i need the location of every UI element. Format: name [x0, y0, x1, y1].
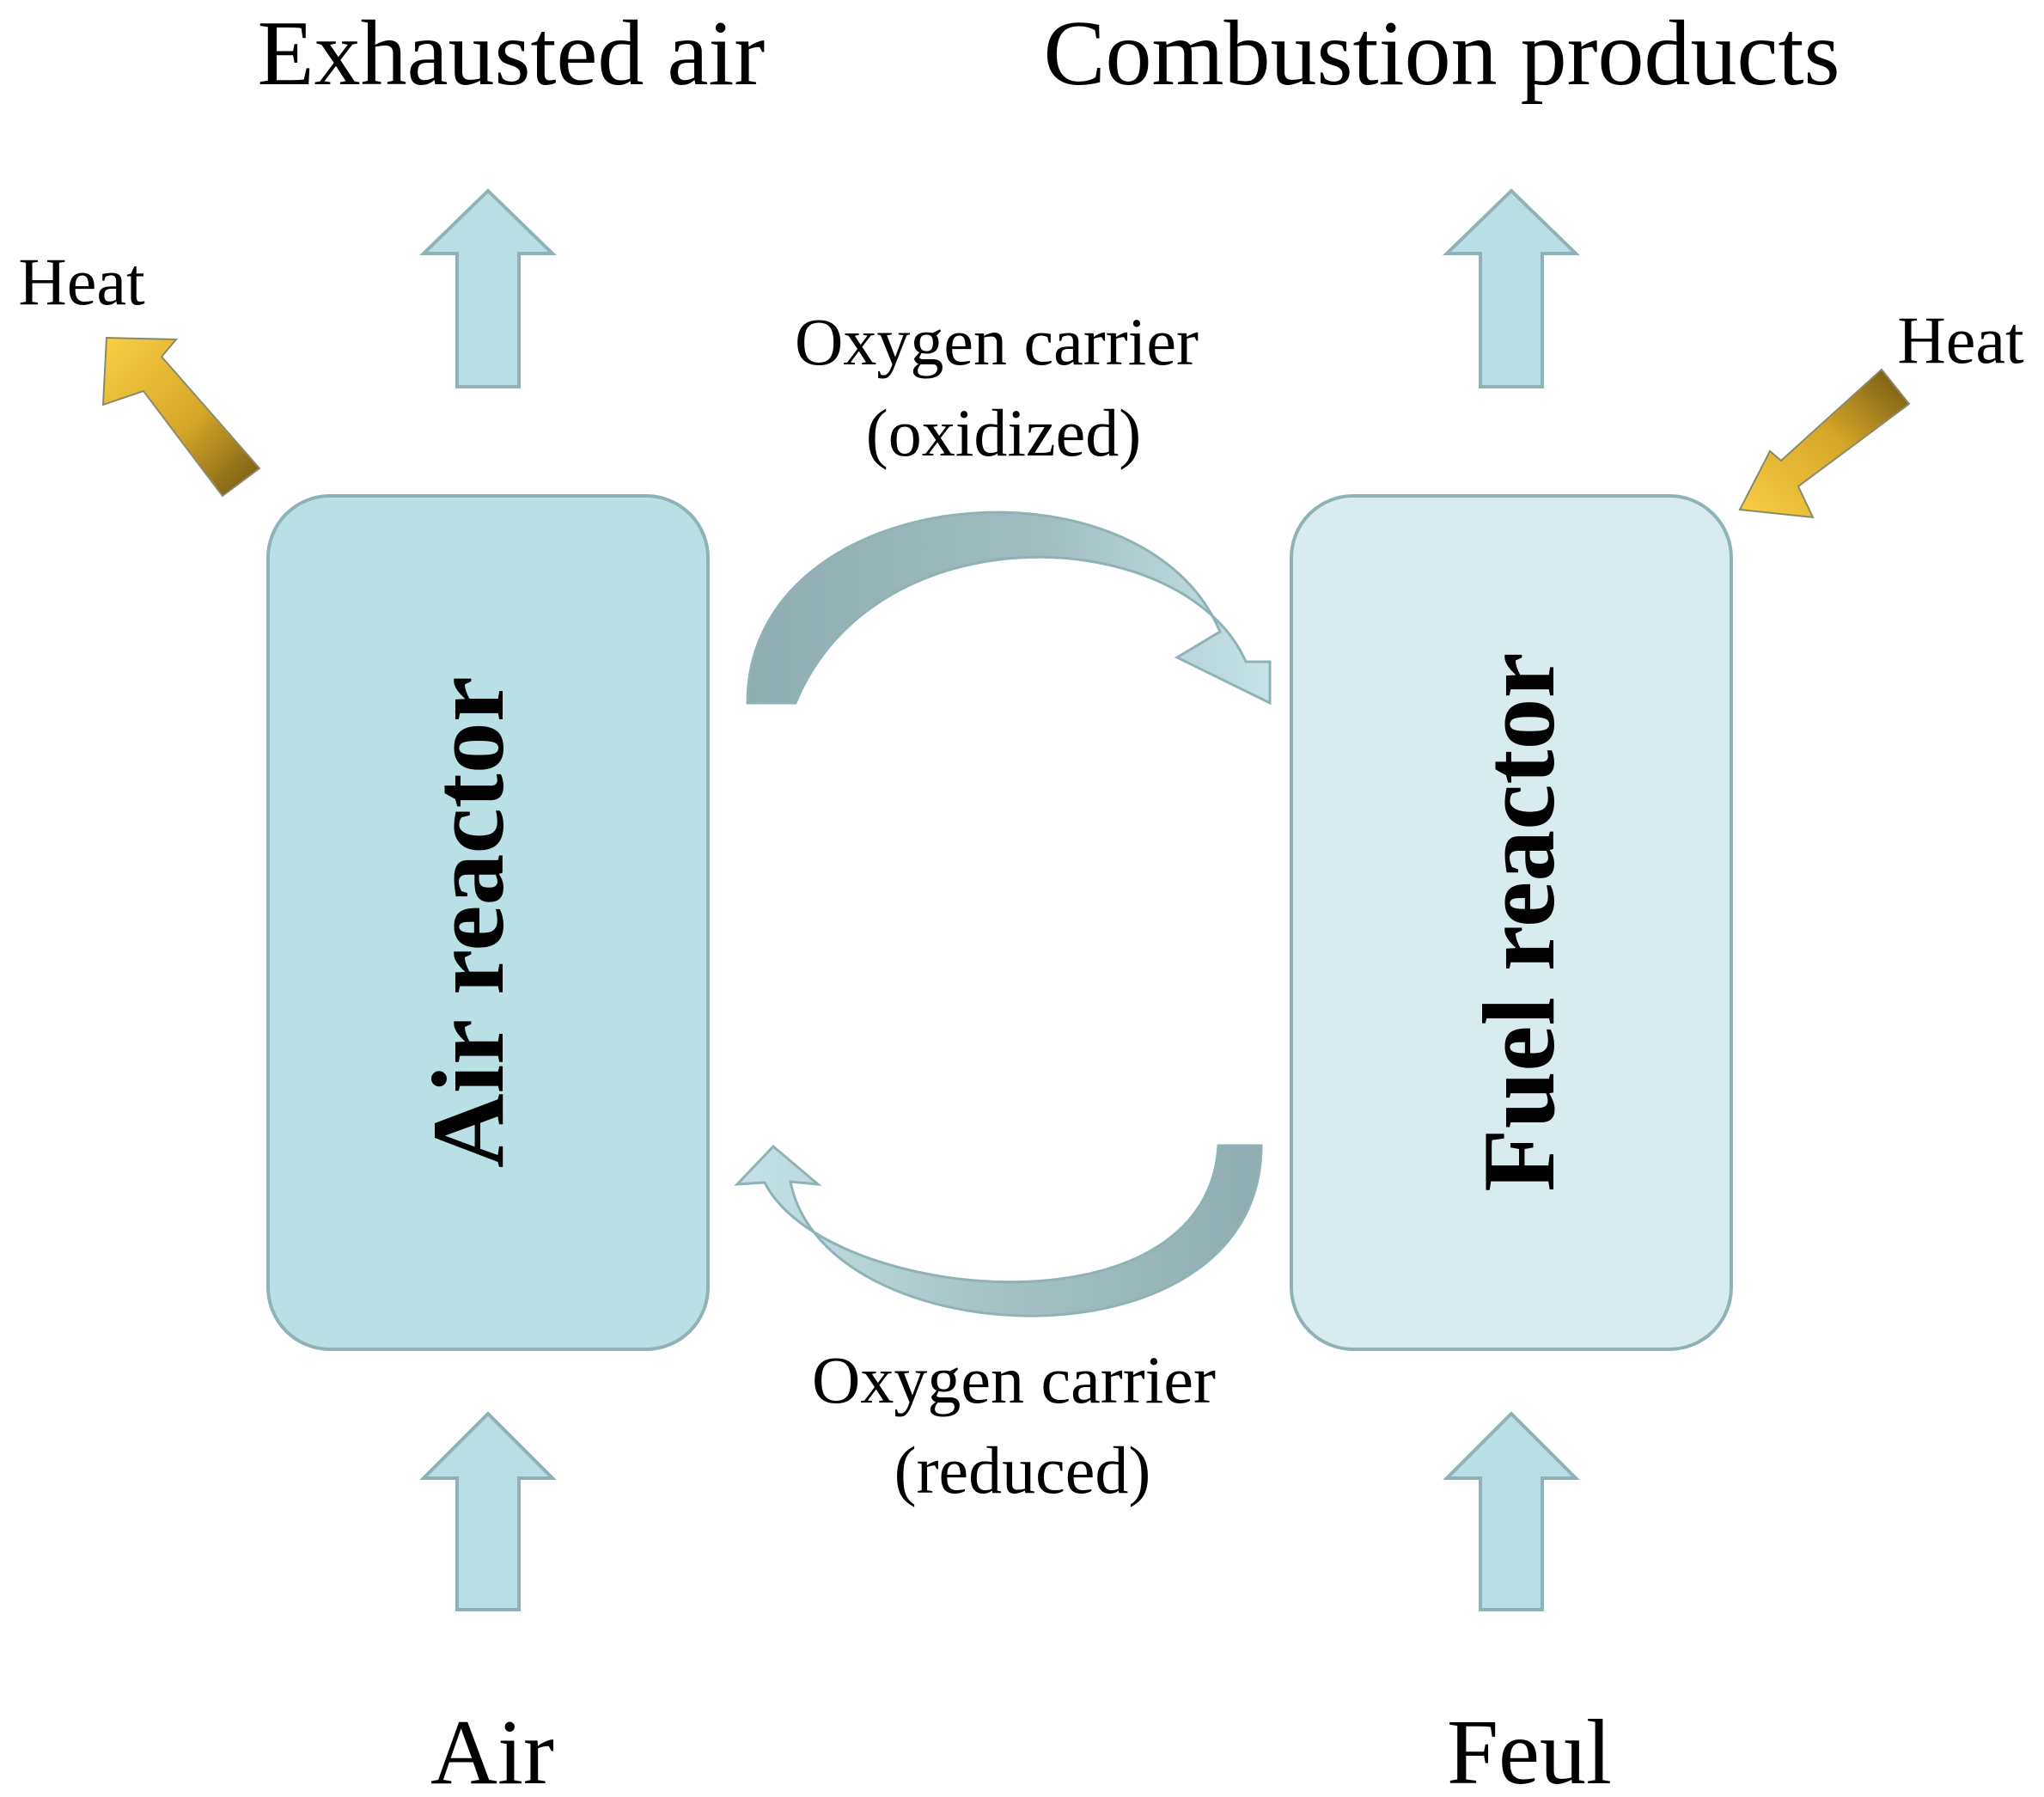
reduced-carrier-loop-arrow [734, 1144, 1263, 1317]
oxygen-carrier-reduced-line2: (reduced) [894, 1433, 1151, 1507]
exhausted-air-arrow [419, 188, 557, 388]
fuel-input-label: Feul [1447, 1702, 1612, 1797]
combustion-products-label: Combustion products [1043, 3, 1840, 105]
fuel-input-arrow [1443, 1411, 1580, 1611]
fuel-reactor-box [1290, 494, 1733, 1351]
oxygen-carrier-reduced-line1: Oxygen carrier [812, 1342, 1216, 1417]
heat-out-label: Heat [18, 244, 145, 319]
oxygen-carrier-oxidized-line1: Oxygen carrier [795, 304, 1199, 379]
heat-in-label: Heat [1897, 303, 2024, 377]
oxidized-carrier-loop-arrow [746, 510, 1272, 706]
oxygen-carrier-oxidized-line2: (oxidized) [866, 395, 1142, 470]
air-input-arrow [419, 1411, 557, 1611]
air-reactor-label: Air reactor [411, 676, 525, 1168]
exhausted-air-label: Exhausted air [258, 3, 766, 105]
air-input-label: Air [430, 1702, 554, 1797]
heat-out-arrow [101, 336, 261, 498]
heat-in-arrow [1738, 368, 1911, 519]
fuel-reactor-label: Fuel reactor [1461, 652, 1576, 1191]
air-reactor-box [266, 494, 710, 1351]
combustion-products-arrow [1443, 188, 1580, 388]
